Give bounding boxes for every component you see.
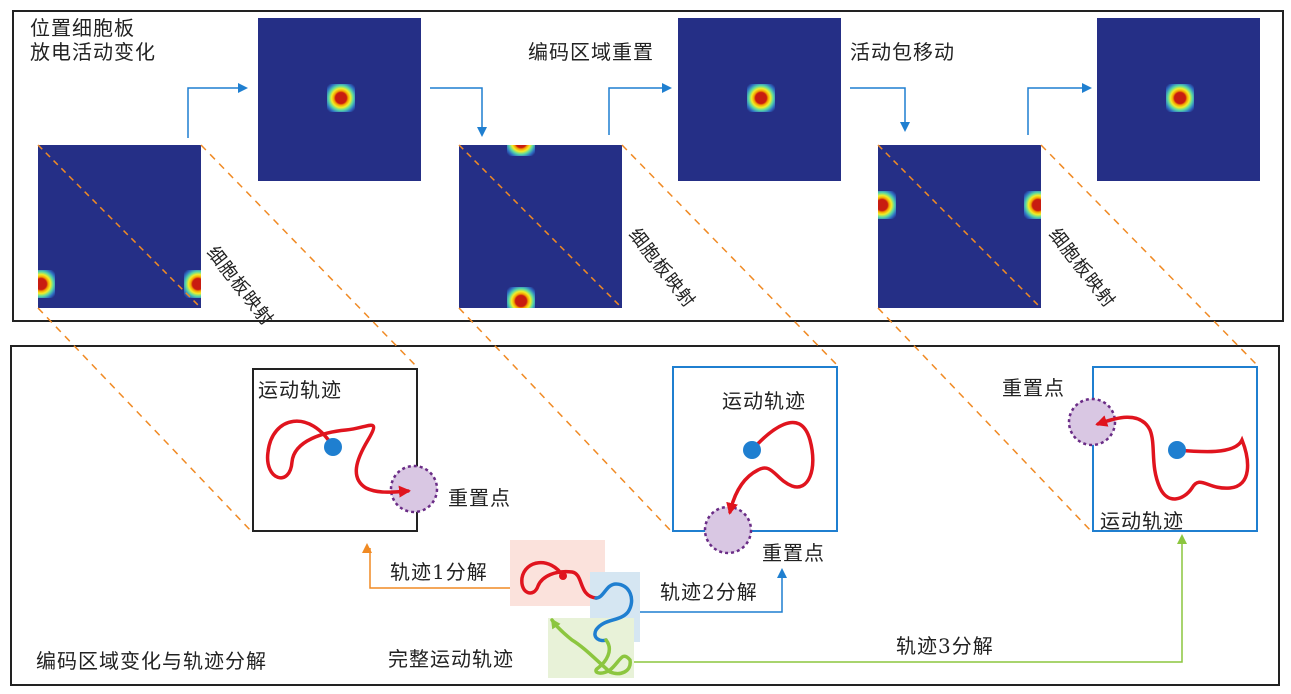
activity-bump — [184, 270, 201, 298]
heatmap-top-1 — [258, 18, 421, 181]
bottom-panel — [10, 345, 1280, 686]
reset-point-label-2: 重置点 — [762, 541, 825, 565]
move-label: 活动包移动 — [850, 40, 955, 64]
full-trajectory — [520, 560, 634, 676]
trajectory-label-1: 运动轨迹 — [258, 378, 342, 402]
decomp-label-2: 轨迹2分解 — [660, 580, 758, 604]
activity-bump — [507, 145, 535, 156]
activity-bump — [38, 270, 55, 298]
top-panel — [12, 10, 1284, 322]
activity-bump — [327, 84, 355, 112]
trajectory-box-2 — [672, 366, 838, 532]
flow-arrows — [187, 83, 1092, 138]
decomp-label-3: 轨迹3分解 — [896, 634, 994, 658]
activity-bump — [747, 84, 775, 112]
trajectory-box-1 — [252, 368, 418, 532]
reset-label: 编码区域重置 — [528, 40, 654, 64]
activity-bump — [507, 287, 535, 308]
full-trajectory-label: 完整运动轨迹 — [388, 647, 514, 671]
activity-bump — [1166, 84, 1194, 112]
decomp-arrow-2 — [640, 568, 787, 613]
heatmap-top-2 — [678, 18, 841, 181]
reset-point-label-1: 重置点 — [448, 486, 511, 510]
start-points — [324, 438, 1186, 459]
trajectory-box-3 — [1092, 366, 1258, 532]
trajectory-label-3: 运动轨迹 — [1100, 509, 1184, 533]
mapping-lines — [37, 144, 1259, 533]
reset-point-label-3: 重置点 — [1002, 376, 1065, 400]
heatmap-top-3 — [1097, 18, 1260, 181]
decomp-arrow-3 — [634, 534, 1187, 663]
reset-points — [389, 397, 1117, 555]
decomp-arrow-1 — [362, 543, 510, 589]
decomp-label-1: 轨迹1分解 — [390, 560, 488, 584]
trajectories — [265, 415, 1250, 515]
segment-3-patch — [548, 618, 634, 678]
top-panel-title: 位置细胞板 放电活动变化 — [30, 16, 156, 64]
bottom-panel-title: 编码区域变化与轨迹分解 — [36, 649, 267, 673]
trajectory-label-2: 运动轨迹 — [722, 389, 806, 413]
activity-bump — [878, 191, 896, 219]
heatmap-diagonals — [37, 144, 1042, 309]
activity-bump — [1024, 191, 1041, 219]
